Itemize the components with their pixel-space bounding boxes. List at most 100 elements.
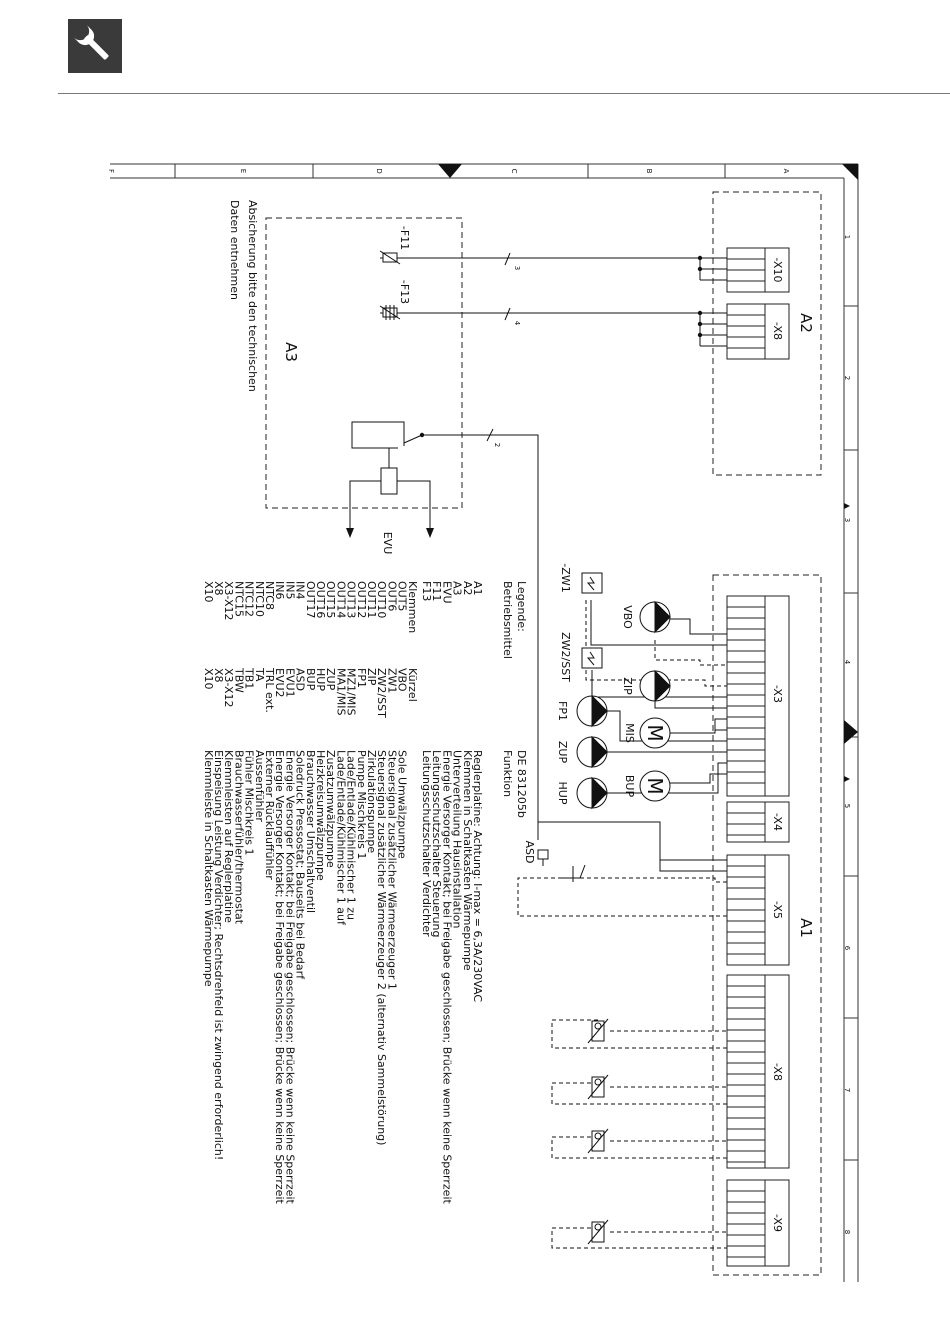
legend-item-col3: Pumpe Mischkreis 1 xyxy=(355,750,368,859)
fuse-f11-label: -F11 xyxy=(398,226,411,250)
sensor-dashed-wiring xyxy=(551,1019,727,1249)
terminal-x4: -X4 xyxy=(771,813,784,831)
wire-count-4: 4 xyxy=(513,321,521,326)
legend-item-col3: Zusatzumwälzpumpe xyxy=(324,750,337,868)
legend-col3-header-1: DE 831205b xyxy=(515,750,528,818)
legend-item-col2: ZW2/SST xyxy=(375,668,388,718)
legend-title: Legende: xyxy=(515,581,528,632)
frame-row-label: A xyxy=(782,169,790,174)
terminal-x9: -X9 xyxy=(771,1214,784,1232)
a3-note-line-2: Daten entnehmen xyxy=(228,200,241,300)
module-a3-label: A3 xyxy=(282,342,300,362)
legend-item-col3: Leitungsschutzschalter Verdichter xyxy=(420,750,433,937)
legend-item-col2: HUP xyxy=(314,668,327,691)
frame-row-label: C xyxy=(510,169,518,174)
device-zw1-label: -ZW1 xyxy=(559,563,572,592)
legend-item-col2: ASD xyxy=(294,668,307,691)
legend-item-col1: IN4 xyxy=(294,581,307,599)
pump-symbols xyxy=(576,600,671,810)
motor-mis-symbol: M xyxy=(643,724,667,741)
sensor-symbols xyxy=(591,1020,605,1243)
legend-item-col2: ZUP xyxy=(324,668,337,691)
device-hup-label: HUP xyxy=(556,782,569,805)
legend-item-col1: IN5 xyxy=(283,581,296,599)
terminal-x10-a2: -X10 xyxy=(771,258,784,283)
terminal-x8-a2: -X8 xyxy=(771,322,784,340)
module-a2-box xyxy=(712,191,822,476)
legend-item-col2: TRL ext. xyxy=(263,667,276,713)
asd-dashed-wiring xyxy=(517,877,727,917)
terminal-x3: -X3 xyxy=(771,685,784,703)
device-bup-label: BUP xyxy=(623,775,636,798)
x5-wiring xyxy=(537,821,727,882)
legend-item-col1: OUT12 xyxy=(355,581,368,618)
legend-item-col3: Klemmleiste in Schaltkasten Wärmepumpe xyxy=(202,750,215,987)
legend-item-col1: OUT13 xyxy=(345,581,358,618)
legend-item-col2: MZ1/MIS xyxy=(345,668,358,715)
legend-col1-header: Betriebsmittel xyxy=(501,581,514,659)
legend-item-col1: F11 xyxy=(430,581,443,601)
legend-item-col3: Unterverteilung Hausinstallation xyxy=(451,750,464,929)
terminal-x8: -X8 xyxy=(771,1063,784,1081)
legend-item-col1: OUT6 xyxy=(385,581,398,611)
legend-item-col2: TB1 xyxy=(243,667,256,689)
legend-item-col1: A3 xyxy=(451,581,464,596)
device-zup-label: ZUP xyxy=(556,741,569,764)
device-zw2-label: ZW2/SST xyxy=(559,632,572,682)
legend-item-col3: Klemmleisten auf Reglerplatine xyxy=(222,750,235,923)
asd-label: ASD xyxy=(523,841,536,864)
legend-item-col3: Leitungsschutzschalter Steuerung xyxy=(430,750,443,937)
frame-col-label: 7 xyxy=(843,1088,851,1092)
frame-col-label: 6 xyxy=(843,946,851,951)
legend-item-col1: X3-X12 xyxy=(222,581,235,621)
fuse-symbols xyxy=(379,250,401,320)
legend-item-col1: F13 xyxy=(420,581,433,601)
legend-item-col3: Brauchwasserfühler/thermostat xyxy=(232,750,245,925)
legend-item-col3: Energie Versorger Kontakt; bei Freigabe … xyxy=(283,750,296,1204)
legend-item-col3: Energie Versorger Kontakt; bei Freigabe … xyxy=(440,750,453,1204)
frame-col-label: 4 xyxy=(843,660,851,665)
motor-bup-symbol: M xyxy=(643,777,667,794)
evu-relay xyxy=(349,421,539,840)
frame-col-label: 1 xyxy=(843,235,851,239)
legend-item-col3: Sole Umwälzpumpe xyxy=(396,750,409,859)
legend-item-col1: OUT16 xyxy=(314,581,327,618)
legend-item-col1: OUT10 xyxy=(375,581,388,618)
legend-item-col2: X3-X12 xyxy=(222,668,235,708)
device-mis-label: MIS xyxy=(623,723,636,743)
wire-count-3: 3 xyxy=(513,266,521,270)
legend-item-col1: OUT5 xyxy=(396,581,409,611)
wrench-icon xyxy=(68,19,122,73)
module-a1-box xyxy=(712,574,822,1276)
legend-item-col1: NTC10 xyxy=(253,581,266,617)
legend-item-col1: NTC15 xyxy=(232,581,245,617)
legend-item-col3: Heizkreisumwälzpumpe xyxy=(314,750,327,881)
frame-row-label: E xyxy=(239,169,247,173)
legend-item-col2: TA xyxy=(253,667,266,682)
legend-item-col3: Klemmen in Schaltkasten Wärmepumpe xyxy=(461,750,474,971)
legend-item-col1: NTC12 xyxy=(243,581,256,617)
device-zip-label: ZIP xyxy=(621,677,634,695)
fuse-f13-label: -F13 xyxy=(398,280,411,304)
header-rule xyxy=(58,93,950,94)
legend-item-col3: Lade/Entlade/Kühlmischer 1 auf xyxy=(334,750,347,926)
supply-wires xyxy=(380,252,727,442)
legend: Legende: Betriebsmittel DE 831205b Funkt… xyxy=(202,581,528,1204)
legend-item-col2: ZW1 xyxy=(385,668,398,693)
legend-item-col3: Aussenfühler xyxy=(253,750,266,822)
legend-item-col3: Externer Rücklauffühler xyxy=(263,750,276,880)
frame-col-label: 5 xyxy=(843,804,851,808)
terminal-strips xyxy=(726,247,790,1267)
legend-item-col1: OUT15 xyxy=(324,581,337,618)
legend-subheader-col1: Klemmen xyxy=(406,581,419,633)
device-fp1-label: FP1 xyxy=(556,701,569,721)
frame-col-label: 2 xyxy=(843,376,851,380)
device-vbo-label: VBO xyxy=(621,605,634,629)
legend-item-col2: EVU1 xyxy=(283,668,296,698)
legend-item-col2: X10 xyxy=(202,668,215,690)
legend-col3-header-2: Funktion xyxy=(501,750,514,797)
legend-item-col3: Fühler Mischkreis 1 xyxy=(243,750,256,856)
legend-item-col1: EVU xyxy=(440,581,453,604)
legend-item-col3: Zirkulationspumpe xyxy=(365,750,378,853)
